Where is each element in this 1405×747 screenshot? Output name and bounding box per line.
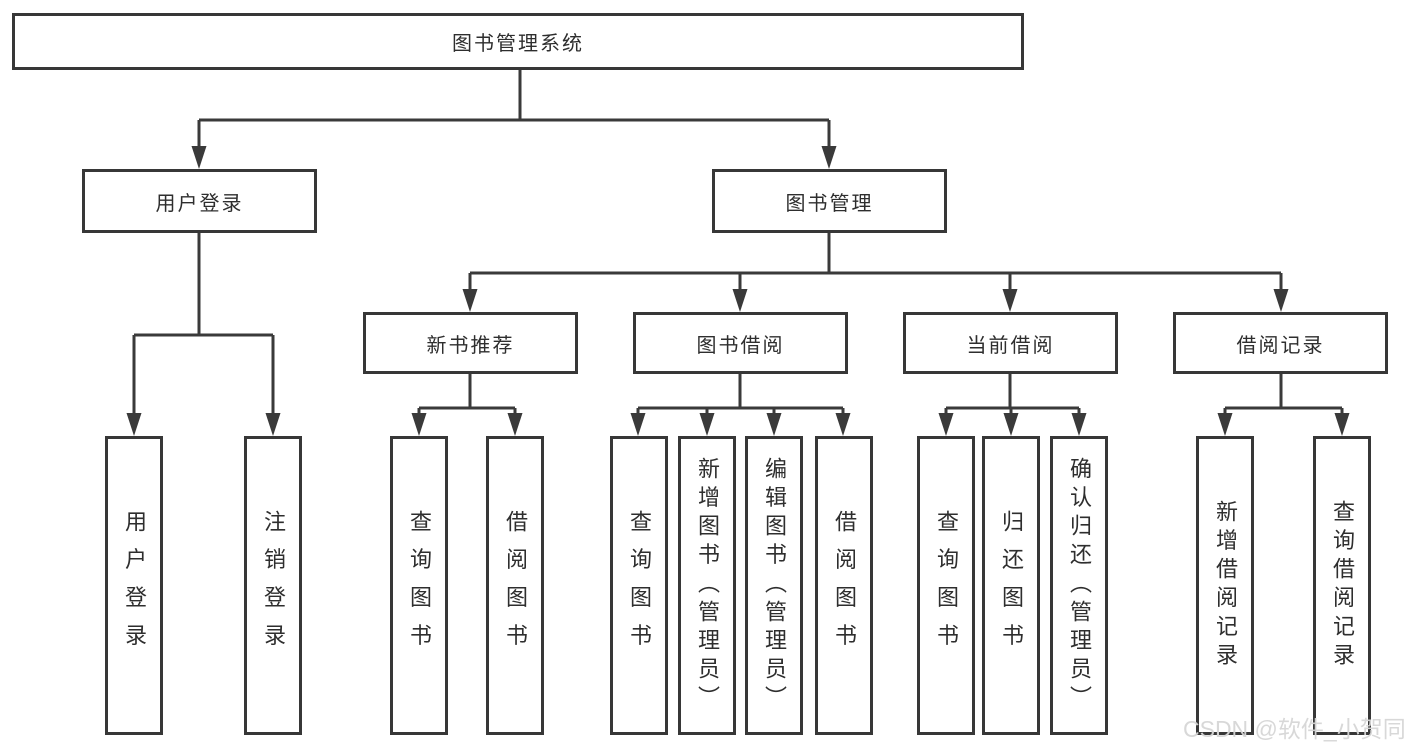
leaf-return-books: 归还图书 bbox=[982, 436, 1040, 735]
node-root-label: 图书管理系统 bbox=[452, 33, 584, 55]
leaf-borrow-books-recommend: 借阅图书 bbox=[486, 436, 544, 735]
leaf-user-login-label: 用户登录 bbox=[122, 509, 147, 662]
leaf-query-books-recommend-label: 查询图书 bbox=[407, 509, 432, 662]
leaf-query-books-current: 查询图书 bbox=[917, 436, 975, 735]
leaf-edit-books-admin: 编辑图书（管理员） bbox=[745, 436, 803, 735]
edges-user-login-to-leaves bbox=[132, 233, 275, 418]
leaf-borrow-books: 借阅图书 bbox=[815, 436, 873, 735]
leaf-logout-label: 注销登录 bbox=[261, 509, 286, 662]
node-book-management: 图书管理 bbox=[712, 169, 947, 233]
leaf-borrow-books-label: 借阅图书 bbox=[832, 509, 857, 662]
leaf-query-borrow-record-label: 查询借阅记录 bbox=[1330, 499, 1355, 672]
node-current-borrow-label: 当前借阅 bbox=[966, 334, 1055, 357]
arrowheads bbox=[126, 146, 1350, 436]
node-book-borrow-label: 图书借阅 bbox=[696, 334, 785, 357]
leaf-user-login: 用户登录 bbox=[105, 436, 163, 735]
leaf-query-borrow-record: 查询借阅记录 bbox=[1313, 436, 1371, 735]
leaf-query-books-borrow-label: 查询图书 bbox=[627, 509, 652, 662]
leaf-query-books-recommend: 查询图书 bbox=[390, 436, 448, 735]
leaf-edit-books-admin-label: 编辑图书（管理员） bbox=[762, 456, 787, 715]
edges-book-mgmt-to-level3 bbox=[468, 233, 1283, 292]
leaf-confirm-return-admin-label: 确认归还（管理员） bbox=[1067, 456, 1092, 715]
leaf-query-books-borrow: 查询图书 bbox=[610, 436, 668, 735]
node-user-login-label: 用户登录 bbox=[155, 192, 244, 215]
leaf-add-books-admin-label: 新增图书（管理员） bbox=[695, 456, 720, 715]
csdn-watermark: CSDN @软件_小贺同学 bbox=[1183, 716, 1405, 742]
node-new-book-recommend: 新书推荐 bbox=[363, 312, 578, 374]
leaf-borrow-books-recommend-label: 借阅图书 bbox=[503, 509, 528, 662]
node-new-book-recommend-label: 新书推荐 bbox=[426, 334, 515, 357]
node-user-login: 用户登录 bbox=[82, 169, 317, 233]
node-root-system: 图书管理系统 bbox=[12, 13, 1024, 70]
leaf-return-books-label: 归还图书 bbox=[999, 509, 1024, 662]
leaf-confirm-return-admin: 确认归还（管理员） bbox=[1050, 436, 1108, 735]
edges-borrow-record-to-leaves bbox=[1223, 374, 1344, 418]
leaf-query-books-current-label: 查询图书 bbox=[934, 509, 959, 662]
leaf-add-borrow-record-label: 新增借阅记录 bbox=[1213, 499, 1238, 672]
leaf-add-borrow-record: 新增借阅记录 bbox=[1196, 436, 1254, 735]
node-book-management-label: 图书管理 bbox=[785, 192, 874, 215]
node-borrow-record: 借阅记录 bbox=[1173, 312, 1388, 374]
node-book-borrow: 图书借阅 bbox=[633, 312, 848, 374]
edges-new-book-to-leaves bbox=[417, 374, 517, 418]
edges-book-borrow-to-leaves bbox=[636, 374, 845, 418]
node-borrow-record-label: 借阅记录 bbox=[1236, 334, 1325, 357]
edges-current-borrow-to-leaves bbox=[944, 374, 1081, 418]
edges-root-to-level2 bbox=[197, 70, 831, 150]
leaf-logout: 注销登录 bbox=[244, 436, 302, 735]
leaf-add-books-admin: 新增图书（管理员） bbox=[678, 436, 736, 735]
node-current-borrow: 当前借阅 bbox=[903, 312, 1118, 374]
